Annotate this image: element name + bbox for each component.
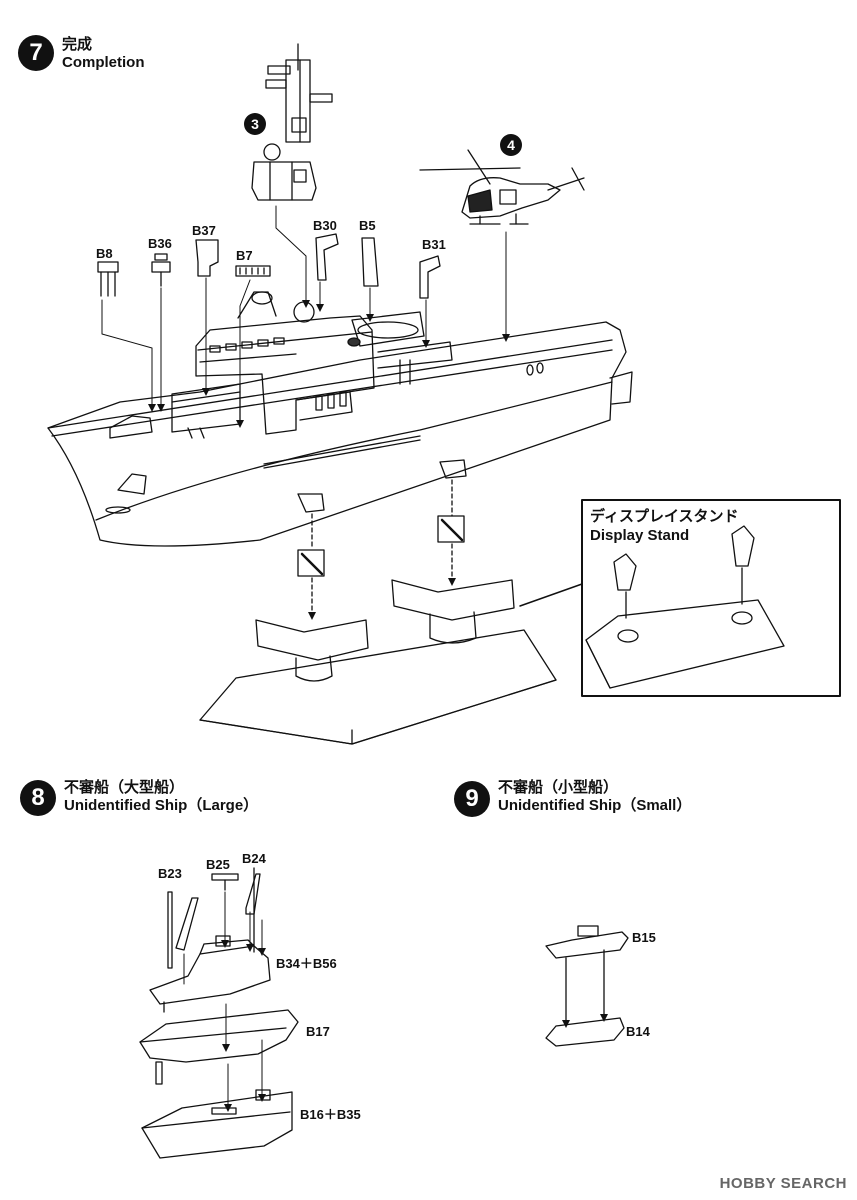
part-label-b7: B7 [236, 248, 253, 263]
display-stand-title: ディスプレイスタンド Display Stand [590, 507, 739, 545]
part-b37-shape [195, 239, 219, 277]
step-7-title: 完成 Completion [62, 36, 145, 72]
part-b36-shape [151, 253, 171, 287]
step8-leader-lines [183, 891, 263, 1105]
display-stand-title-en: Display Stand [590, 527, 690, 544]
part-label-b31: B31 [422, 237, 446, 252]
part-label-b24: B24 [242, 851, 266, 866]
step-8-title-en: Unidentified Ship（Large） [64, 797, 259, 814]
patrol-ship-hull [47, 321, 633, 547]
part-label-b17: B17 [306, 1024, 330, 1039]
part-label-b5: B5 [359, 218, 376, 233]
step-9-title: 不審船（小型船） Unidentified Ship（Small） [498, 779, 691, 815]
step-8-title: 不審船（大型船） Unidentified Ship（Large） [64, 779, 258, 815]
part-label-b25: B25 [206, 857, 230, 872]
large-ship-hull-lower [141, 1089, 293, 1159]
part-b8-shape [97, 261, 119, 297]
step9-arrowheads [562, 1014, 608, 1028]
part-b30-shape [315, 233, 339, 281]
step-9-number: 9 [465, 785, 479, 812]
mast-assembly [251, 43, 333, 201]
part-b5-shape [361, 237, 379, 287]
part-label-b16-b35: B16＋B35 [300, 1107, 361, 1122]
subassembly-4-ref: 4 [500, 134, 522, 156]
part-label-b34-b56: B34＋B56 [276, 956, 337, 971]
hobby-search-watermark: HOBBY SEARCH [719, 1175, 847, 1192]
part-label-b30: B30 [313, 218, 337, 233]
step-7-number: 7 [29, 39, 43, 66]
part-label-b23: B23 [158, 866, 182, 881]
stand-mounts [297, 459, 467, 620]
superstructure [109, 291, 453, 439]
step-8-badge: 8 [20, 780, 56, 816]
part-label-b14: B14 [626, 1024, 650, 1039]
part-label-b15: B15 [632, 930, 656, 945]
part-b31-shape [419, 255, 441, 299]
display-stand-base [199, 579, 557, 745]
part-label-b8: B8 [96, 246, 113, 261]
step-8-number: 8 [31, 784, 45, 811]
step7-leader-lines [101, 205, 507, 421]
step-9-title-ja: 不審船（小型船） [498, 779, 619, 796]
step8-arrowheads [221, 940, 266, 1112]
part-label-b37: B37 [192, 223, 216, 238]
step-9-badge: 9 [454, 781, 490, 817]
step-8-title-ja: 不審船（大型船） [64, 779, 185, 796]
step-7-badge: 7 [18, 35, 54, 71]
large-ship-hull-upper [139, 1009, 299, 1085]
step-9-title-en: Unidentified Ship（Small） [498, 797, 692, 814]
part-label-b36: B36 [148, 236, 172, 251]
part-b7-shape [235, 265, 271, 277]
subassembly-3-ref: 3 [244, 113, 266, 135]
step-7-title-ja: 完成 [62, 36, 93, 53]
display-stand-title-ja: ディスプレイスタンド [590, 508, 739, 525]
helicopter [419, 149, 585, 225]
large-ship-parts [149, 867, 271, 1013]
step-7-title-en: Completion [62, 54, 145, 71]
small-ship-parts [545, 925, 629, 1047]
display-stand-inset [519, 499, 841, 697]
